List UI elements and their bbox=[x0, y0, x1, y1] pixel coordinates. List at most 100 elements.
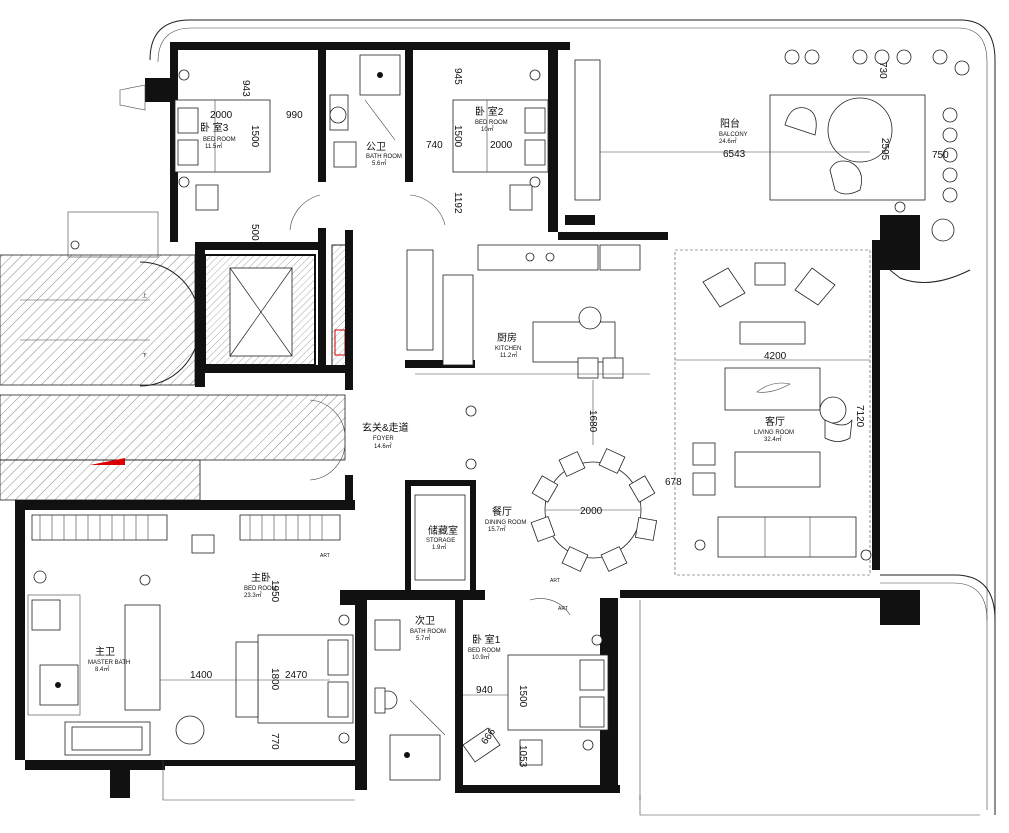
bedroom2-en: BED ROOM bbox=[475, 120, 508, 126]
lamp-icon bbox=[694, 539, 706, 551]
master-bath-en: MASTER BATH bbox=[88, 660, 130, 666]
dining-area: 15.7㎡ bbox=[488, 525, 506, 533]
drain-icon bbox=[404, 752, 410, 758]
public-bath-name: 公卫 bbox=[366, 142, 386, 153]
dim-750: 750 bbox=[932, 150, 949, 161]
stair-core: 上 下 bbox=[0, 244, 353, 501]
toilet-icon bbox=[329, 106, 347, 124]
dim-1500-bed2: 1500 bbox=[452, 125, 463, 148]
kitchen: 厨房 KITCHEN 11.2㎡ bbox=[406, 244, 650, 470]
bedroom1-name: 卧 室1 bbox=[472, 633, 501, 646]
bedroom1-area: 10.9㎡ bbox=[472, 653, 490, 661]
master-bed-area: 23.3㎡ bbox=[244, 591, 262, 599]
chair-icon bbox=[175, 715, 205, 745]
foyer-name: 玄关&走道 bbox=[362, 421, 409, 434]
public-bath-en: BATH ROOM bbox=[366, 154, 402, 160]
kitchen-name: 厨房 bbox=[497, 331, 517, 344]
bedroom1-en: BED ROOM bbox=[468, 648, 501, 654]
storage-name: 储藏室 bbox=[428, 524, 458, 537]
dining-chairs bbox=[530, 448, 658, 572]
dim-1800: 1800 bbox=[269, 668, 280, 691]
public-bath-area: 5.6㎡ bbox=[372, 159, 386, 167]
bedroom3-en: BED ROOM bbox=[203, 137, 236, 143]
second-bath-name: 次卫 bbox=[415, 614, 435, 627]
column-marker-icon bbox=[465, 405, 477, 417]
master-bath-area: 8.4㎡ bbox=[95, 665, 109, 673]
lamp-icon bbox=[139, 574, 151, 586]
master-bed-name: 主卧 bbox=[251, 571, 271, 584]
dim-2595: 2595 bbox=[879, 138, 890, 161]
stair-down-label: 下 bbox=[142, 353, 147, 359]
bedroom3: 2000 990 943 1500 500 卧 室3 BED ROOM 11.5… bbox=[174, 69, 321, 241]
lamp-icon bbox=[860, 549, 872, 561]
stair-up-label: 上 bbox=[142, 292, 147, 299]
art-marker-1: ART bbox=[320, 553, 330, 559]
drain-icon bbox=[55, 682, 61, 688]
dim-7120: 7120 bbox=[854, 405, 865, 428]
drain-icon bbox=[894, 201, 906, 213]
dining-room: 2000 1680 餐厅 DINING ROOM 15.7㎡ ART bbox=[485, 380, 658, 584]
dim-943: 943 bbox=[240, 80, 251, 97]
bedroom3-area: 11.5㎡ bbox=[205, 142, 222, 150]
dim-2000-bed3: 2000 bbox=[210, 110, 233, 121]
storage-area: 1.9㎡ bbox=[432, 543, 446, 551]
dining-en: DINING ROOM bbox=[485, 520, 526, 526]
dim-2000-bed2: 2000 bbox=[490, 140, 513, 151]
wardrobe-hangers bbox=[39, 515, 323, 540]
dim-1192: 1192 bbox=[452, 192, 463, 214]
living-name: 客厅 bbox=[765, 415, 785, 428]
master-bath: 主卫 MASTER BATH 8.4㎡ bbox=[27, 594, 151, 756]
second-bath-area: 5.7㎡ bbox=[416, 634, 430, 642]
lamp-icon bbox=[529, 176, 541, 188]
plant-icon bbox=[33, 570, 47, 584]
foyer: 玄关&走道 FOYER 14.6㎡ bbox=[309, 399, 409, 481]
art-marker-2: ART bbox=[550, 578, 560, 584]
dim-2000-dining: 2000 bbox=[580, 506, 603, 517]
living-room: 4200 7120 客厅 LIVING ROOM 32.4㎡ 678 bbox=[665, 249, 872, 576]
storage-en: STORAGE bbox=[426, 538, 455, 544]
foyer-area: 14.6㎡ bbox=[374, 442, 392, 450]
plant-icon bbox=[178, 69, 190, 81]
dim-1053: 1053 bbox=[517, 745, 528, 768]
dim-990: 990 bbox=[286, 110, 303, 121]
bedroom2-area: 10㎡ bbox=[481, 125, 494, 133]
dim-500: 500 bbox=[249, 224, 260, 241]
lamp-icon bbox=[338, 732, 350, 744]
walls bbox=[15, 42, 920, 798]
dining-name: 餐厅 bbox=[492, 505, 512, 518]
balcony: 阳台 BALCONY 24.6㎡ 6543 730 2595 750 bbox=[574, 49, 970, 242]
dim-1500-bed1: 1500 bbox=[517, 685, 528, 708]
lamp-icon bbox=[582, 739, 594, 751]
outer-boundary bbox=[149, 19, 996, 816]
bedroom2: 2000 740 945 1500 1192 卧 室2 BED ROOM 10㎡ bbox=[409, 68, 549, 226]
dim-2470: 2470 bbox=[285, 670, 308, 681]
lamp-icon bbox=[338, 614, 350, 626]
dim-4200: 4200 bbox=[764, 351, 787, 362]
dim-678: 678 bbox=[665, 477, 682, 488]
lamp-icon bbox=[178, 176, 190, 188]
bedroom2-name: 卧 室2 bbox=[475, 105, 504, 118]
public-bath: 公卫 BATH ROOM 5.6㎡ bbox=[329, 54, 402, 168]
living-area: 32.4㎡ bbox=[764, 435, 782, 443]
dim-740: 740 bbox=[426, 140, 443, 151]
dim-730: 730 bbox=[877, 62, 888, 79]
drain-icon bbox=[377, 72, 383, 78]
dim-6543: 6543 bbox=[723, 149, 746, 160]
foyer-en: FOYER bbox=[373, 436, 394, 442]
dim-1950: 1950 bbox=[269, 580, 280, 603]
master-bed-en: BED ROOM bbox=[244, 586, 277, 592]
master-bath-name: 主卫 bbox=[95, 646, 115, 658]
dim-770: 770 bbox=[269, 733, 280, 750]
round-table bbox=[827, 97, 893, 163]
art-marker-3: ART bbox=[558, 606, 568, 612]
dim-1400: 1400 bbox=[190, 670, 213, 681]
balcony-name: 阳台 bbox=[720, 117, 740, 130]
living-en: LIVING ROOM bbox=[754, 430, 794, 436]
bedroom3-name: 卧 室3 bbox=[200, 121, 229, 134]
column-marker-icon bbox=[465, 458, 477, 470]
balcony-area: 24.6㎡ bbox=[719, 137, 737, 145]
dim-945: 945 bbox=[452, 68, 463, 85]
planter-row bbox=[784, 49, 970, 242]
bedroom1: 940 1500 1053 666 卧 室1 BED ROOM 10.9㎡ AR… bbox=[462, 598, 609, 768]
